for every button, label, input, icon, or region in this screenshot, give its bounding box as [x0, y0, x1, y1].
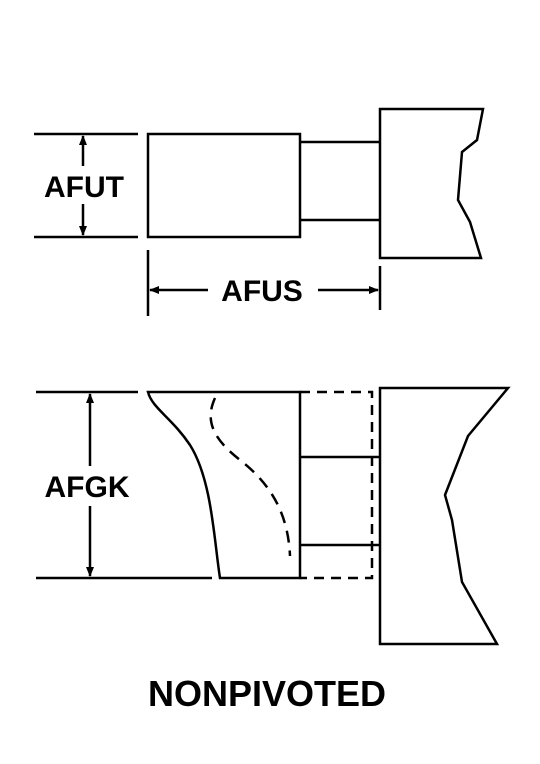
- top-handle-broken: [378, 107, 485, 260]
- top-stem: [300, 140, 380, 222]
- afus-label: AFUS: [221, 275, 303, 308]
- top-block: [146, 132, 302, 239]
- caption: NONPIVOTED: [148, 673, 386, 714]
- bottom-view: [36, 386, 511, 646]
- bottom-curved-block: [146, 390, 302, 580]
- bottom-handle-broken: [378, 386, 511, 646]
- bottom-hidden-area: [300, 390, 374, 580]
- top-view: [34, 107, 485, 316]
- bottom-hidden-curve: [209, 397, 292, 557]
- bottom-stem: [300, 455, 380, 547]
- afgk-label: AFGK: [45, 471, 130, 504]
- afut-label: AFUT: [44, 171, 124, 204]
